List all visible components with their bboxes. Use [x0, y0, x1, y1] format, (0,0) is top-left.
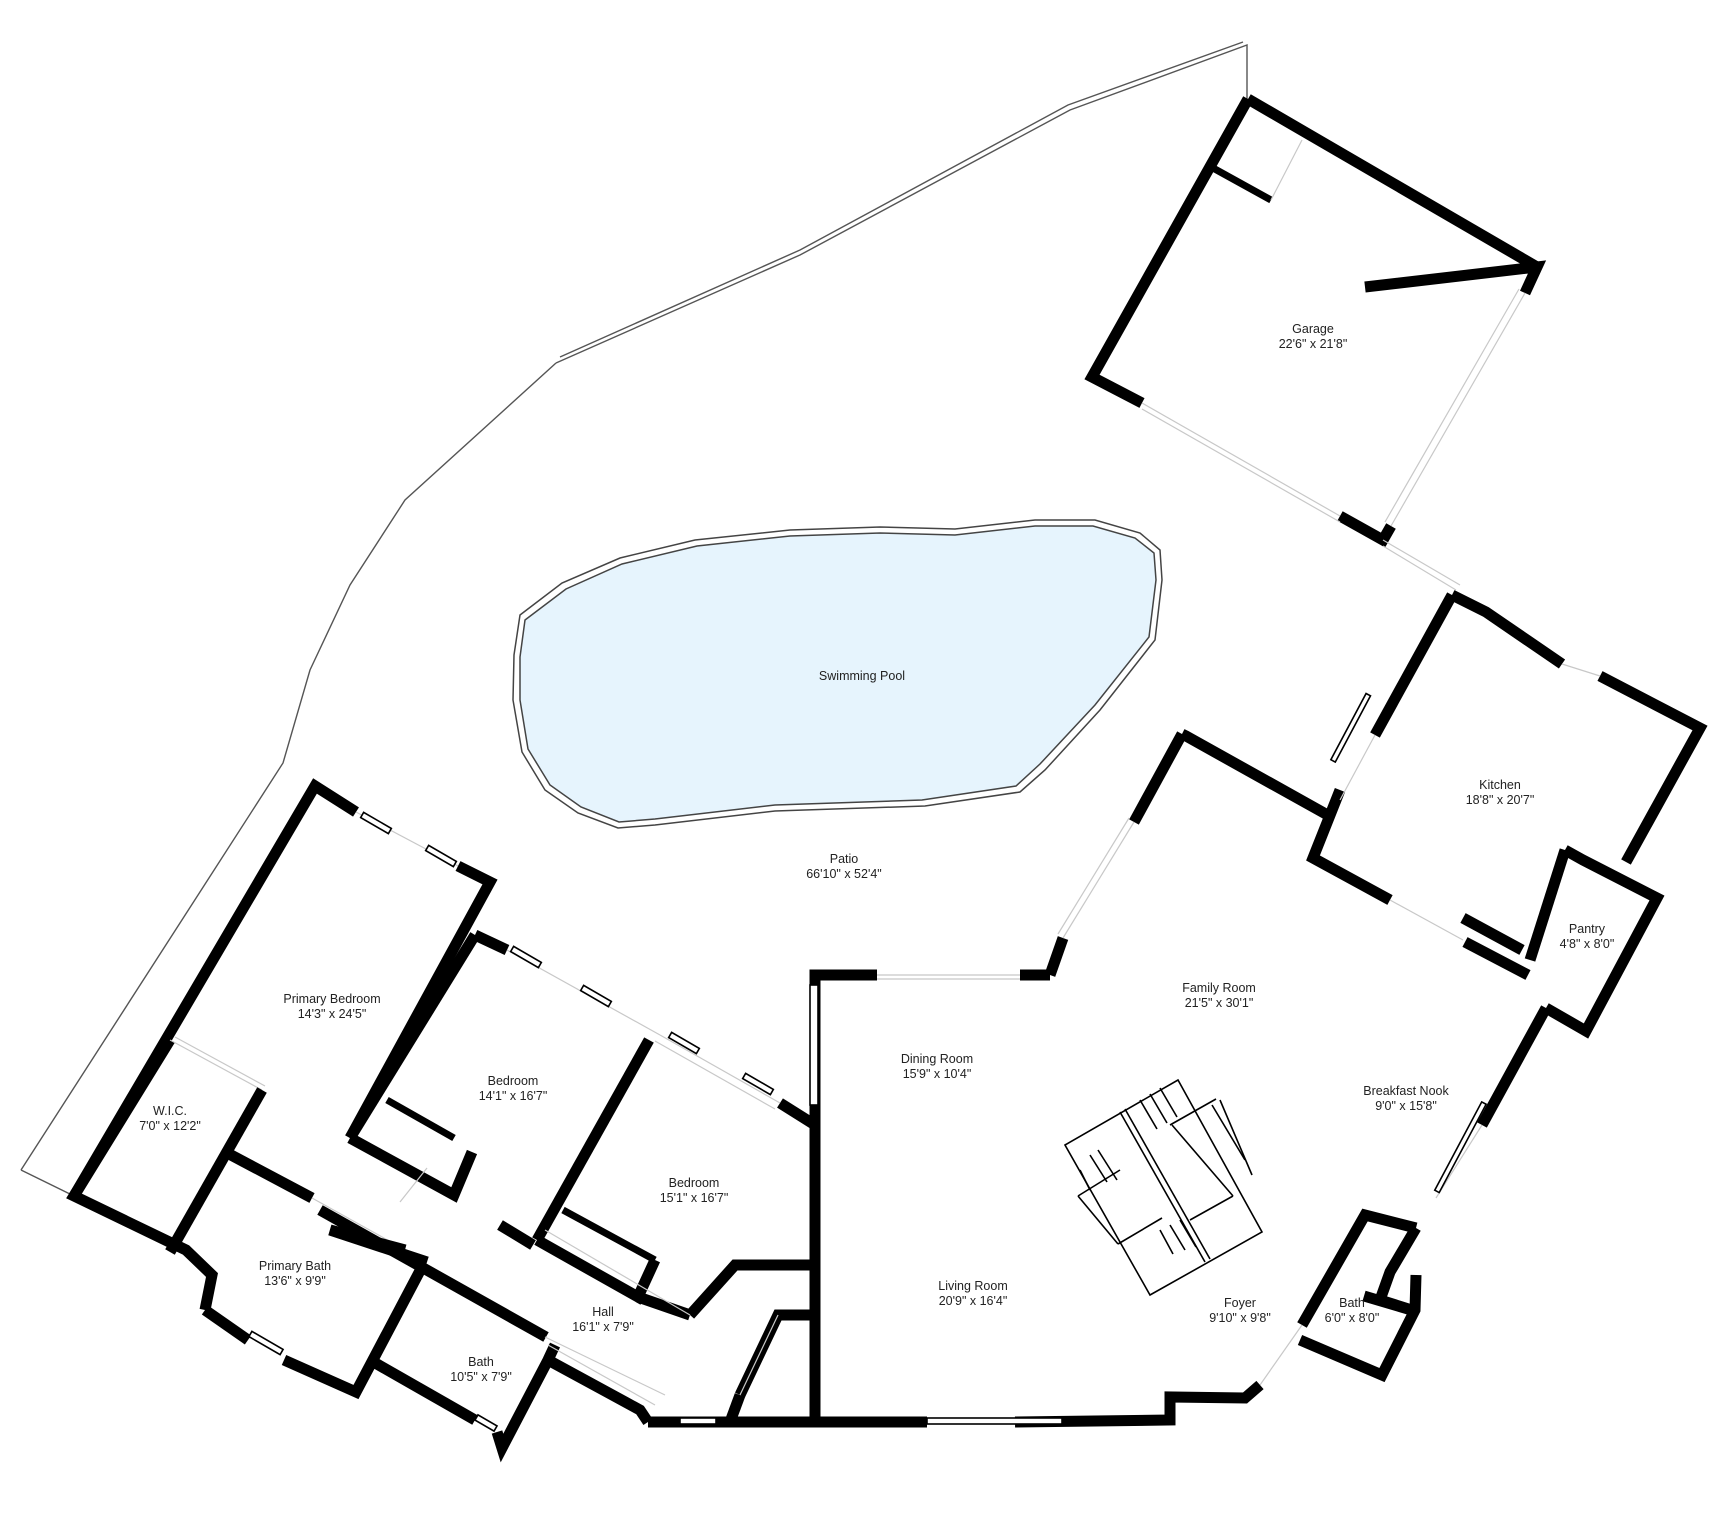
- room-name: Patio: [830, 852, 859, 866]
- room-dimensions: 15'1" x 16'7": [660, 1191, 729, 1205]
- room-name: Family Room: [1182, 981, 1256, 995]
- room-name: Bath: [468, 1355, 494, 1369]
- room-name: Pantry: [1569, 922, 1606, 936]
- room-name: Kitchen: [1479, 778, 1521, 792]
- swimming-pool: [512, 519, 1163, 829]
- garage-walls: [1084, 94, 1547, 591]
- pool-water: [519, 525, 1157, 823]
- room-dimensions: 20'9" x 16'4": [939, 1294, 1008, 1308]
- room-name: Bedroom: [669, 1176, 720, 1190]
- room-dimensions: 6'0" x 8'0": [1325, 1311, 1380, 1325]
- room-dimensions: 9'10" x 9'8": [1209, 1311, 1271, 1325]
- main-living-walls: [648, 729, 1551, 1428]
- room-name: Breakfast Nook: [1363, 1084, 1449, 1098]
- room-name: Swimming Pool: [819, 669, 905, 683]
- room-dimensions: 18'8" x 20'7": [1466, 793, 1535, 807]
- room-name: Primary Bath: [259, 1259, 331, 1273]
- room-name: Living Room: [938, 1279, 1007, 1293]
- room-dimensions: 4'8" x 8'0": [1560, 937, 1615, 951]
- kitchen-walls: [1306, 590, 1708, 1039]
- room-name: W.I.C.: [153, 1104, 187, 1118]
- room-name: Bedroom: [488, 1074, 539, 1088]
- property-fence: [20, 41, 1248, 1197]
- room-dimensions: 14'3" x 24'5": [298, 1007, 367, 1021]
- room-dimensions: 9'0" x 15'8": [1375, 1099, 1437, 1113]
- bedroom-wing-walls: [66, 778, 818, 1463]
- room-name: Foyer: [1224, 1296, 1256, 1310]
- staircase: [1063, 1078, 1264, 1297]
- room-label-wic: W.I.C.7'0" x 12'2": [139, 1104, 201, 1133]
- room-name: Primary Bedroom: [283, 992, 380, 1006]
- room-dimensions: 66'10" x 52'4": [806, 867, 882, 881]
- room-dimensions: 21'5" x 30'1": [1185, 996, 1254, 1010]
- room-name: Hall: [592, 1305, 614, 1319]
- room-name: Dining Room: [901, 1052, 973, 1066]
- room-dimensions: 10'5" x 7'9": [450, 1370, 512, 1384]
- room-name: Bath: [1339, 1296, 1365, 1310]
- room-dimensions: 13'6" x 9'9": [264, 1274, 326, 1288]
- room-name: Garage: [1292, 322, 1334, 336]
- room-label-swimming-pool: Swimming Pool: [819, 669, 905, 683]
- room-dimensions: 14'1" x 16'7": [479, 1089, 548, 1103]
- room-dimensions: 15'9" x 10'4": [903, 1067, 972, 1081]
- room-dimensions: 22'6" x 21'8": [1279, 337, 1348, 351]
- room-dimensions: 7'0" x 12'2": [139, 1119, 201, 1133]
- room-dimensions: 16'1" x 7'9": [572, 1320, 634, 1334]
